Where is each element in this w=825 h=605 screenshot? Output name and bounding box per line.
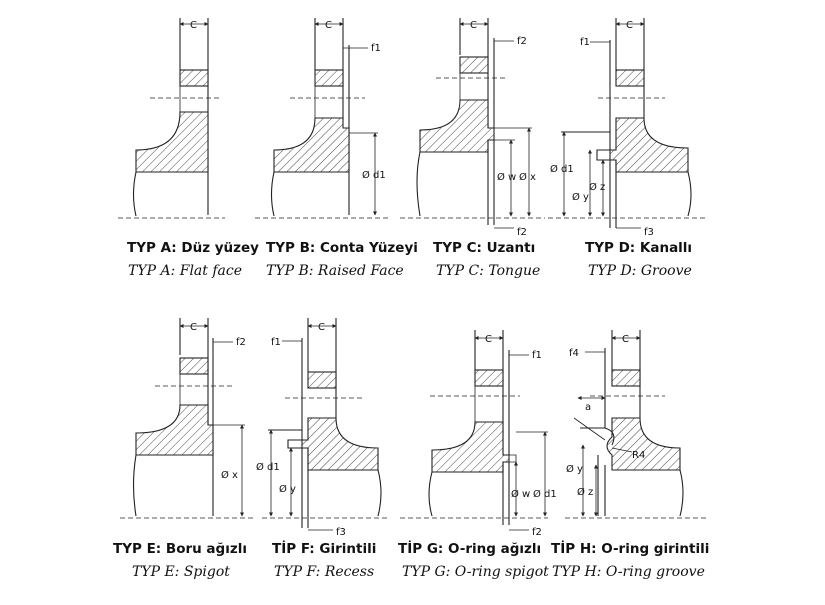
dim-c: C <box>622 334 629 345</box>
dim-x: Ø x <box>519 171 536 183</box>
dim-f1: f1 <box>532 350 542 361</box>
caption-tr: TYP B: Conta Yüzeyi <box>266 240 418 256</box>
caption-en: TYP E: Spigot <box>132 564 230 580</box>
caption-tr: TİP F: Girintili <box>272 540 376 557</box>
caption-en: TYP F: Recess <box>274 564 374 580</box>
dim-f1: f1 <box>580 37 590 48</box>
dim-d1: Ø d1 <box>533 488 557 500</box>
dim-w: Ø w <box>511 488 530 500</box>
panel-typ-c: C f2 Ø w Ø x f2 TYP C: Uzantı TYP C: Ton… <box>400 18 545 279</box>
dim-d1: Ø d1 <box>256 461 280 473</box>
dim-c: C <box>318 322 325 333</box>
dim-d1: Ø d1 <box>362 169 386 181</box>
dim-f2: f2 <box>236 337 246 348</box>
dim-f2: f2 <box>517 36 527 47</box>
caption-tr: TYP E: Boru ağızlı <box>113 541 247 557</box>
dim-f2: f2 <box>532 527 542 538</box>
dim-w: Ø w <box>497 171 516 183</box>
dim-f3: f3 <box>644 227 654 238</box>
dim-r4: R4 <box>632 450 645 461</box>
dim-d1: Ø d1 <box>550 163 574 175</box>
dim-z: Ø z <box>577 486 593 498</box>
caption-en: TYP G: O-ring spigot <box>402 564 549 580</box>
dim-c: C <box>470 20 477 31</box>
panel-typ-d: C f1 Ø d1 Ø y Ø z f3 TYP D: Kanallı TYP … <box>548 18 708 279</box>
panel-typ-h: C f4 a R4 Ø y Ø z TİP H: O-ring girintil… <box>551 330 709 580</box>
dim-f4: f4 <box>569 348 579 359</box>
panel-typ-e: C f2 Ø x TYP E: Boru ağızlı TYP E: Spigo… <box>113 318 255 580</box>
dim-f2-bottom: f2 <box>517 227 527 238</box>
panel-typ-a: C TYP A: Düz yüzey TYP A: Flat face <box>118 18 259 279</box>
dim-y: Ø y <box>279 483 296 495</box>
dim-y: Ø y <box>572 191 589 203</box>
dim-x: Ø x <box>221 469 238 481</box>
caption-tr: TYP C: Uzantı <box>433 240 535 256</box>
dim-c: C <box>325 20 332 31</box>
dim-y: Ø y <box>566 463 583 475</box>
dim-c: C <box>190 322 197 333</box>
dim-z: Ø z <box>589 181 605 193</box>
panel-typ-b: C f1 Ø d1 TYP B: Conta Yüzeyi TYP B: Rai… <box>255 18 418 279</box>
caption-en: TYP C: Tongue <box>436 263 540 279</box>
caption-tr: TYP A: Düz yüzey <box>127 240 259 256</box>
dim-c: C <box>485 334 492 345</box>
dim-c: C <box>626 20 633 31</box>
dim-c: C <box>190 20 197 31</box>
caption-tr: TİP G: O-ring ağızlı <box>398 540 541 557</box>
caption-en: TYP H: O-ring groove <box>552 564 705 580</box>
caption-tr: TİP H: O-ring girintili <box>551 540 709 557</box>
dim-a: a <box>585 402 591 413</box>
caption-en: TYP D: Groove <box>588 263 692 279</box>
caption-en: TYP A: Flat face <box>128 263 242 279</box>
caption-en: TYP B: Raised Face <box>266 263 404 279</box>
caption-tr: TYP D: Kanallı <box>585 240 692 256</box>
panel-typ-f: C f1 Ø d1 Ø y f3 TİP F: Girintili TYP F:… <box>256 318 390 580</box>
dim-f1: f1 <box>271 337 281 348</box>
dim-f1: f1 <box>371 43 381 54</box>
dim-f3: f3 <box>336 527 346 538</box>
panel-typ-g: C f1 Ø w Ø d1 f2 TİP G: O-ring ağızlı TY… <box>398 330 557 580</box>
